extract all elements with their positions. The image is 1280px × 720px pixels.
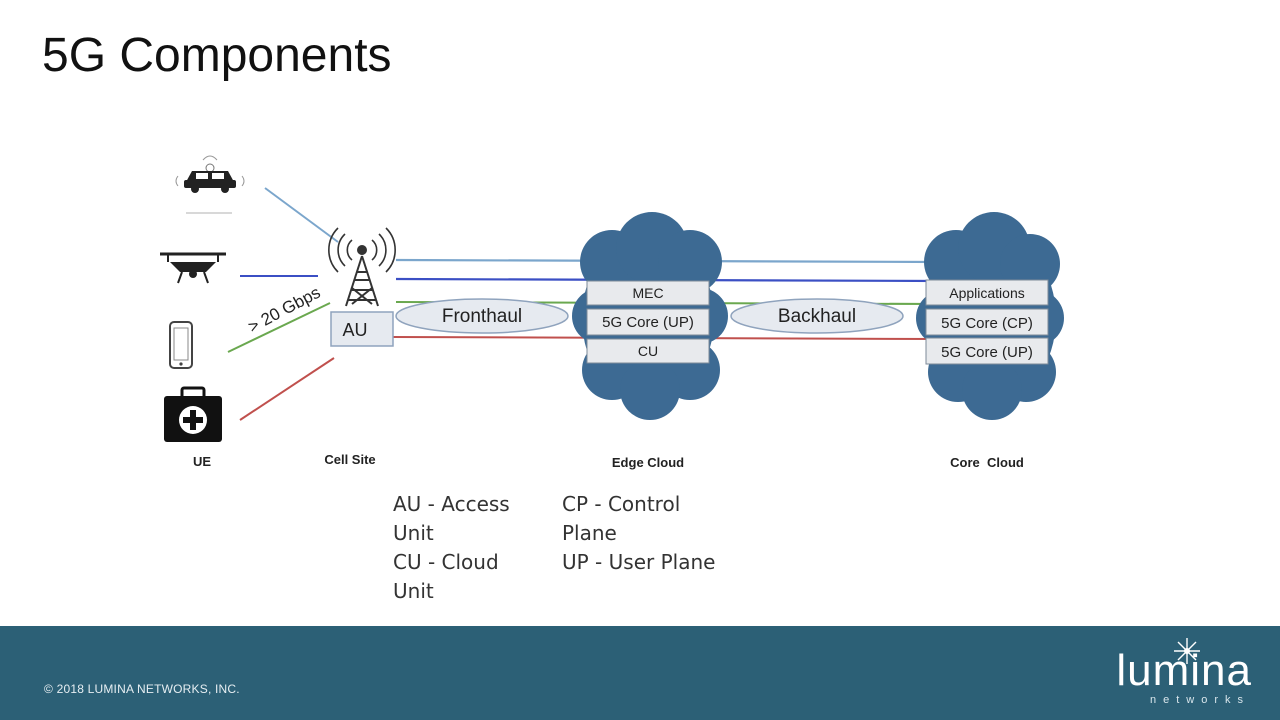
legend-line: Unit xyxy=(393,521,434,545)
access-unit: AU xyxy=(330,311,394,347)
phone-icon xyxy=(169,321,193,369)
car-icon xyxy=(175,155,245,214)
legend-line: Plane xyxy=(562,521,617,545)
core-box-5g-core-cp: 5G Core (CP) xyxy=(941,315,1033,332)
cell-site-label: Cell Site xyxy=(324,452,375,467)
core-box-5g-core-up: 5G Core (UP) xyxy=(941,344,1033,361)
legend-line: Unit xyxy=(393,579,434,603)
copyright-text: © 2018 LUMINA NETWORKS, INC. xyxy=(44,682,240,696)
ue-label: UE xyxy=(193,454,211,469)
fronthaul-label: Fronthaul xyxy=(442,306,522,327)
au-label: AU xyxy=(342,320,367,340)
legend-line: CU - Cloud xyxy=(393,550,499,574)
edge-box-5g-core-up: 5G Core (UP) xyxy=(602,314,694,331)
brand-subtitle: networks xyxy=(1149,694,1250,706)
legend-line: UP - User Plane xyxy=(562,550,716,574)
legend-column-2: CP - Control Plane UP - User Plane xyxy=(562,490,715,577)
legend-column-1: AU - Access Unit CU - Cloud Unit xyxy=(393,490,510,606)
medkit-link-line xyxy=(239,357,335,421)
network-diagram: Fronthaul Backhaul MEC 5G Core (UP) CU A… xyxy=(160,155,1064,470)
drone-icon xyxy=(160,252,226,284)
backhaul-link: Backhaul xyxy=(730,298,904,334)
edge-box-cu: CU xyxy=(638,343,658,359)
edge-box-mec: MEC xyxy=(632,285,663,301)
footer-bar: © 2018 LUMINA NETWORKS, INC. lumina netw… xyxy=(0,626,1280,720)
edge-cloud-boxes: MEC 5G Core (UP) CU xyxy=(586,280,710,364)
brand-wordmark: lumina xyxy=(1116,646,1252,695)
backhaul-label: Backhaul xyxy=(778,306,856,327)
car-link-line xyxy=(264,187,339,243)
cell-tower-icon xyxy=(328,227,396,307)
core-box-applications: Applications xyxy=(949,285,1025,301)
speed-label: > 20 Gbps xyxy=(245,283,324,337)
slide-title: 5G Components xyxy=(42,29,392,82)
core-cloud-boxes: Applications 5G Core (CP) 5G Core (UP) xyxy=(925,279,1049,365)
legend-line: CP - Control xyxy=(562,492,681,516)
phone-link-line xyxy=(227,302,331,353)
starburst-icon xyxy=(1174,638,1200,664)
legend-line: AU - Access xyxy=(393,492,510,516)
brand-logo: lumina networks xyxy=(1092,638,1252,714)
fronthaul-link: Fronthaul xyxy=(395,298,569,334)
medical-kit-icon xyxy=(164,386,222,442)
edge-cloud-label: Edge Cloud xyxy=(612,455,684,470)
core-cloud-label: Core Cloud xyxy=(950,455,1024,470)
